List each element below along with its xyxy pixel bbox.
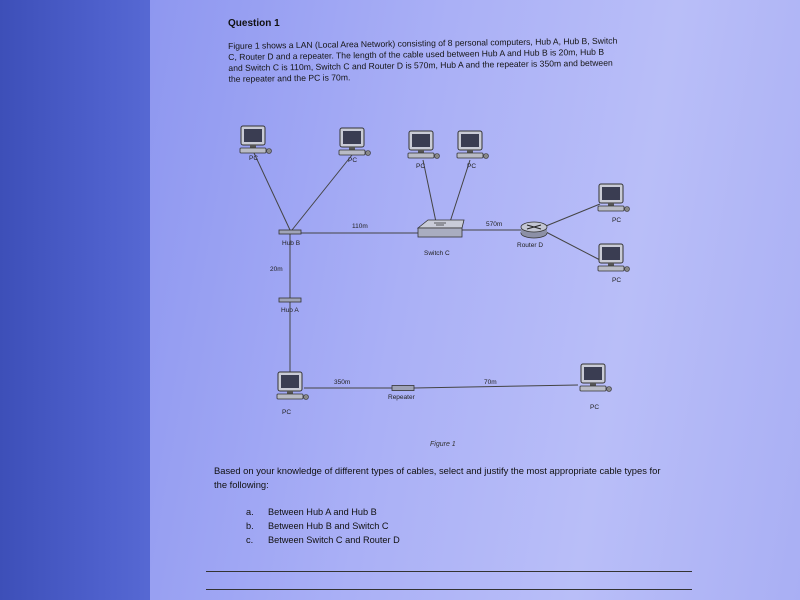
router-icon <box>520 221 548 239</box>
switch-icon <box>416 219 465 238</box>
pc-label: PC <box>249 155 258 162</box>
cable-switchc-pc4 <box>449 159 471 223</box>
question-title: Question 1 <box>228 18 280 29</box>
pc-icon <box>597 183 630 212</box>
pc-label: PC <box>282 409 291 416</box>
pc-icon <box>407 130 440 159</box>
option-text: Between Switch C and Router D <box>268 535 400 545</box>
option-item: b. Between Hub B and Switch C <box>246 519 400 533</box>
hub-a-label: Hub A <box>281 307 299 314</box>
distance-label: 70m <box>484 379 497 386</box>
distance-label: 570m <box>486 221 502 228</box>
answer-line <box>206 589 692 590</box>
option-text: Between Hub A and Hub B <box>268 507 377 517</box>
hub-b-icon <box>278 229 302 235</box>
option-letter: c. <box>246 535 254 545</box>
background-desk <box>0 0 170 600</box>
hub-b-label: Hub B <box>282 240 300 247</box>
cable-routerd-pc6 <box>545 231 601 261</box>
cable-routerd-pc5 <box>545 203 601 227</box>
option-letter: b. <box>246 521 254 531</box>
pc-icon <box>276 371 309 400</box>
pc-label: PC <box>612 217 621 224</box>
pc-icon <box>597 243 630 272</box>
pc-icon <box>456 130 489 159</box>
answer-line <box>206 571 692 572</box>
option-text: Between Hub B and Switch C <box>268 521 389 531</box>
distance-label: 110m <box>352 223 368 230</box>
cable-switchc-pc3 <box>422 159 437 223</box>
paper-sheet <box>150 0 800 600</box>
option-item: a. Between Hub A and Hub B <box>246 505 400 519</box>
cable-lines <box>253 152 601 389</box>
distance-label: 350m <box>334 379 350 386</box>
option-letter: a. <box>246 507 254 517</box>
pc-label: PC <box>348 157 357 164</box>
distance-label: 20m <box>270 266 283 273</box>
cable-pc1-hubb <box>253 152 291 231</box>
hub-a-icon <box>278 297 302 303</box>
repeater-icon <box>391 385 415 391</box>
pc-label: PC <box>467 163 476 170</box>
pc-label: PC <box>612 277 621 284</box>
pc-icon <box>338 127 371 156</box>
options-list: a. Between Hub A and Hub B b. Between Hu… <box>246 505 400 547</box>
pc-icon <box>239 125 272 154</box>
switch-c-label: Switch C <box>424 250 450 257</box>
pc-icon <box>579 363 612 392</box>
pc-label: PC <box>416 163 425 170</box>
figure-caption: Figure 1 <box>430 441 456 448</box>
pc-label: PC <box>590 404 599 411</box>
cable-pc2-hubb <box>291 154 353 231</box>
repeater-label: Repeater <box>388 394 416 401</box>
prompt-text: Based on your knowledge of different typ… <box>214 465 661 490</box>
option-item: c. Between Switch C and Router D <box>246 533 400 547</box>
router-d-label: Router D <box>517 242 543 249</box>
cable-repeater-pc8 <box>413 384 579 389</box>
